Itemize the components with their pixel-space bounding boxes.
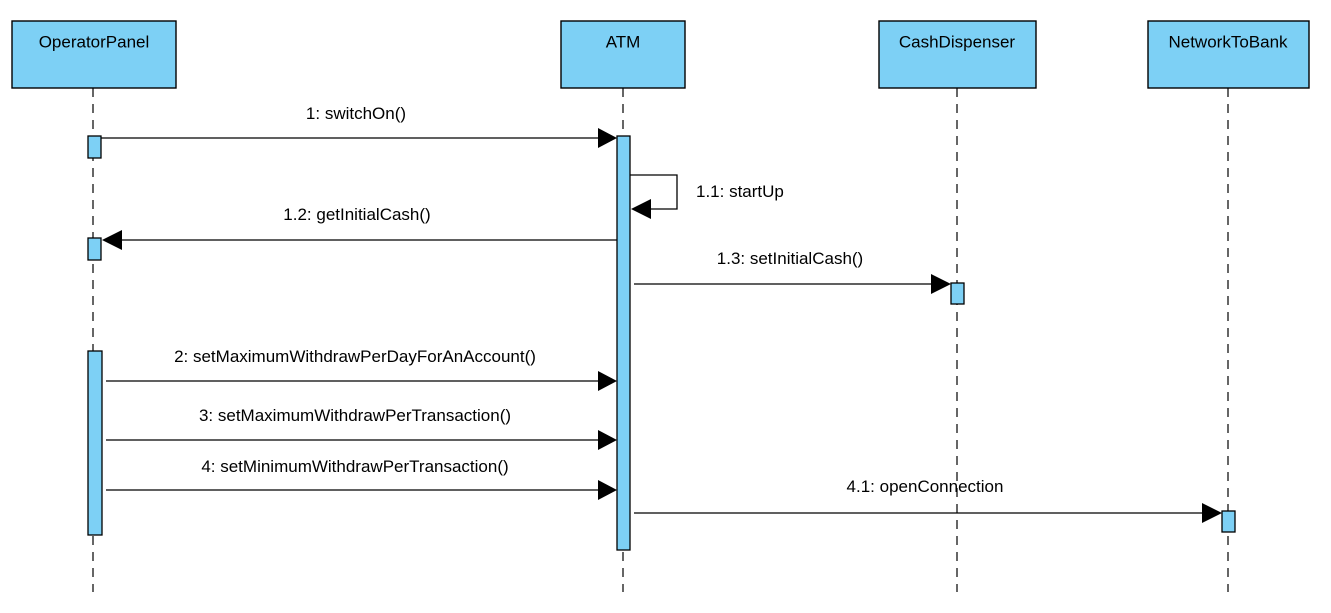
activation-operatorpanel-1 — [87, 135, 102, 159]
activation-cashdispenser — [950, 282, 965, 305]
lifeline-networktobank[interactable]: NetworkToBank — [1147, 20, 1310, 592]
message-label: 2: setMaximumWithdrawPerDayForAnAccount(… — [174, 347, 536, 366]
arrow-head-icon — [598, 128, 617, 148]
lifeline-name-networktobank: NetworkToBank — [1168, 32, 1288, 51]
lifeline-head-operatorpanel[interactable] — [11, 20, 177, 89]
self-message-line — [630, 174, 678, 210]
message-label: 1.1: startUp — [696, 182, 784, 201]
arrow-head-icon — [631, 199, 651, 219]
message-setmaximumwithdrawperday[interactable]: 2: setMaximumWithdrawPerDayForAnAccount(… — [106, 347, 617, 391]
activation-networktobank — [1221, 510, 1236, 533]
message-switchon[interactable]: 1: switchOn() — [101, 104, 617, 148]
arrow-head-icon — [598, 480, 617, 500]
arrow-head-icon — [931, 274, 951, 294]
activation-operatorpanel-3 — [87, 350, 103, 536]
activation-atm — [616, 135, 631, 551]
message-startup[interactable]: 1.1: startUp — [630, 174, 784, 219]
message-getinitialcash[interactable]: 1.2: getInitialCash() — [102, 205, 617, 250]
message-label: 4: setMinimumWithdrawPerTransaction() — [201, 457, 508, 476]
lifeline-head-atm[interactable] — [560, 20, 686, 89]
arrow-head-icon — [1202, 503, 1222, 523]
activation-operatorpanel-2 — [87, 237, 102, 261]
lifeline-cashdispenser[interactable]: CashDispenser — [878, 20, 1037, 592]
arrow-head-icon — [598, 371, 617, 391]
lifeline-head-cashdispenser[interactable] — [878, 20, 1037, 89]
lifeline-operatorpanel[interactable]: OperatorPanel — [11, 20, 177, 592]
message-label: 4.1: openConnection — [847, 477, 1004, 496]
lifeline-name-operatorpanel: OperatorPanel — [39, 32, 150, 51]
message-setinitialcash[interactable]: 1.3: setInitialCash() — [634, 249, 951, 294]
message-openconnection[interactable]: 4.1: openConnection — [634, 477, 1222, 523]
lifeline-name-atm: ATM — [606, 32, 641, 51]
message-label: 3: setMaximumWithdrawPerTransaction() — [199, 406, 511, 425]
arrow-head-icon — [598, 430, 617, 450]
message-setminimumwithdrawpertransaction[interactable]: 4: setMinimumWithdrawPerTransaction() — [106, 457, 617, 500]
message-setmaximumwithdrawpertransaction[interactable]: 3: setMaximumWithdrawPerTransaction() — [106, 406, 617, 450]
lifeline-name-cashdispenser: CashDispenser — [899, 32, 1016, 51]
lifeline-head-networktobank[interactable] — [1147, 20, 1310, 89]
message-label: 1.3: setInitialCash() — [717, 249, 863, 268]
message-label: 1: switchOn() — [306, 104, 406, 123]
message-label: 1.2: getInitialCash() — [283, 205, 430, 224]
arrow-head-icon — [102, 230, 122, 250]
